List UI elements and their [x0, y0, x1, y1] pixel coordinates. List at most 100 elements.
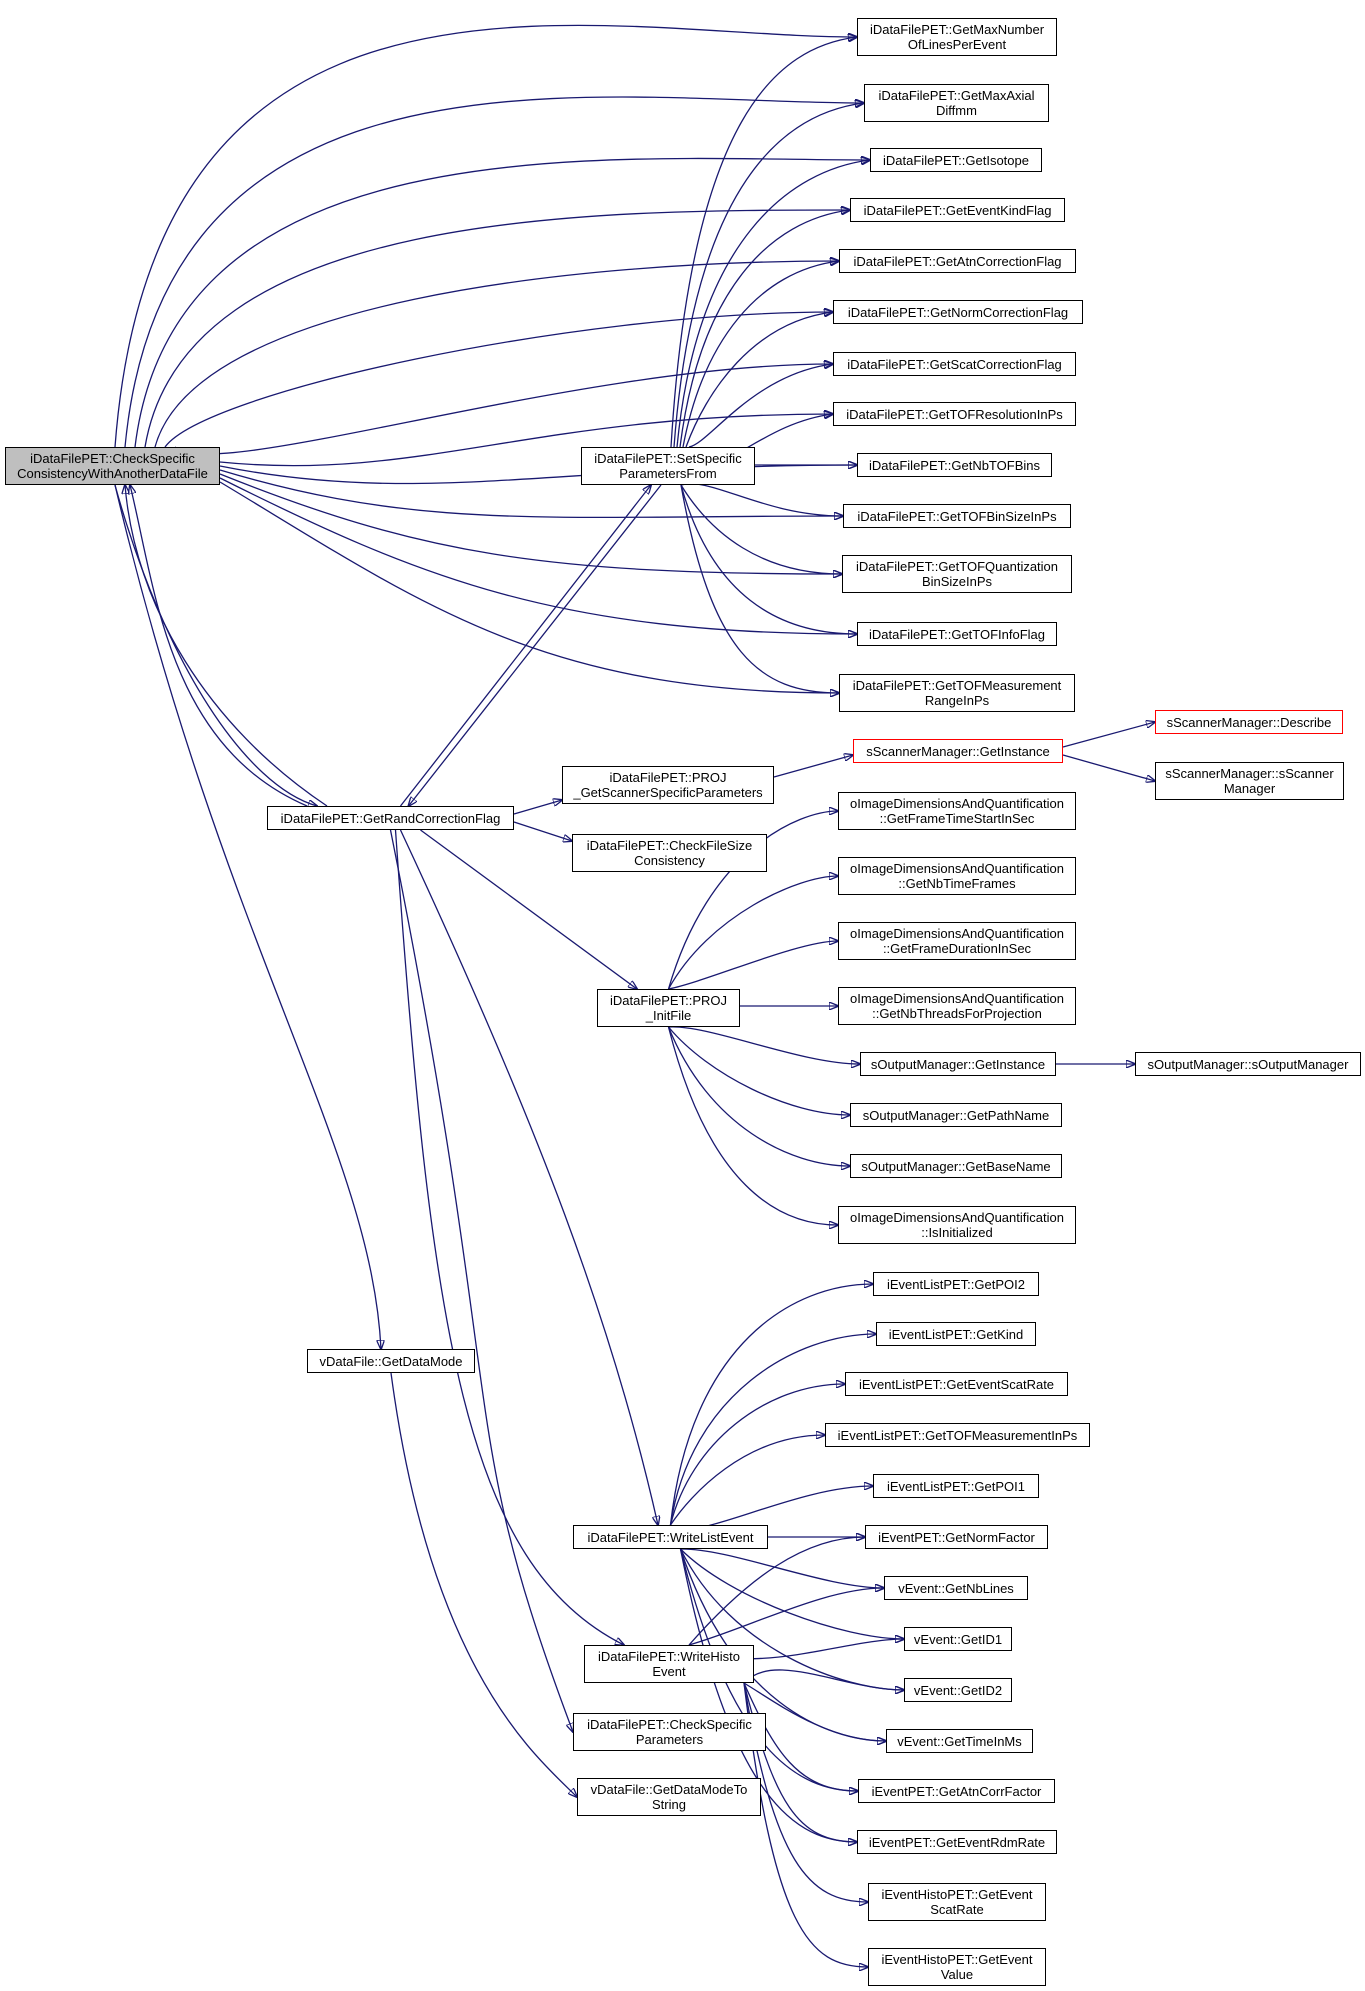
call-edge: [668, 941, 839, 990]
call-edge: [420, 829, 638, 989]
call-edge: [743, 1682, 868, 1967]
node-label-line: sOutputManager::GetBaseName: [861, 1158, 1051, 1174]
node-o-is-initialized[interactable]: oImageDimensionsAndQuantification::IsIni…: [838, 1206, 1076, 1244]
call-edge: [130, 485, 308, 807]
call-edge: [114, 484, 381, 1349]
node-label-line: Diffmm: [936, 103, 977, 118]
node-label-line: sScannerManager::sScanner: [1165, 766, 1334, 781]
node-label-line: iDataFilePET::GetScatCorrectionFlag: [847, 356, 1062, 372]
node-label-line: iEventHistoPET::GetEvent: [881, 1887, 1033, 1902]
node-norm-factor[interactable]: iEventPET::GetNormFactor: [865, 1525, 1048, 1549]
node-event-rdm-rate[interactable]: iEventPET::GetEventRdmRate: [857, 1830, 1057, 1854]
call-edge: [114, 24, 857, 448]
node-out-get-instance[interactable]: sOutputManager::GetInstance: [860, 1052, 1056, 1076]
node-label-line: _GetScannerSpecificParameters: [573, 785, 763, 800]
node-scanner-get-instance[interactable]: sScannerManager::GetInstance: [853, 739, 1063, 763]
node-label-line: oImageDimensionsAndQuantification: [850, 796, 1064, 811]
node-proj-get-scanner[interactable]: iDataFilePET::PROJ_GetScannerSpecificPar…: [562, 766, 774, 804]
call-edge: [667, 1026, 839, 1225]
node-el-scat-rate[interactable]: iEventListPET::GetEventScatRate: [845, 1372, 1068, 1396]
node-label-line: BinSizeInPs: [921, 574, 993, 589]
call-edge: [669, 1284, 874, 1526]
call-edge: [673, 103, 864, 448]
node-label-line: Manager: [1223, 781, 1276, 796]
node-o-frame-duration[interactable]: oImageDimensionsAndQuantification::GetFr…: [838, 922, 1076, 960]
node-get-isotope[interactable]: iDataFilePET::GetIsotope: [870, 148, 1042, 172]
node-proj-init-file[interactable]: iDataFilePET::PROJ_InitFile: [597, 989, 740, 1027]
call-edge: [670, 37, 857, 448]
node-label-line: iDataFilePET::SetSpecific: [594, 451, 742, 466]
node-label-line: iDataFilePET::WriteListEvent: [587, 1529, 754, 1545]
node-label-line: ::GetFrameTimeStartInSec: [879, 811, 1035, 826]
call-edge: [667, 876, 839, 990]
call-edge: [680, 1548, 885, 1588]
call-edge: [513, 821, 572, 841]
node-label-line: iDataFilePET::GetEventKindFlag: [863, 202, 1052, 218]
call-edge: [219, 473, 842, 574]
node-label-line: vDataFile::GetDataModeTo: [590, 1782, 748, 1797]
node-scanner-describe[interactable]: sScannerManager::Describe: [1155, 710, 1343, 734]
node-el-t-o-f-meas[interactable]: iEventListPET::GetTOFMeasurementInPs: [825, 1423, 1090, 1447]
call-edge: [144, 210, 850, 448]
node-label-line: iEventListPET::GetPOI2: [886, 1276, 1025, 1292]
node-time-in-ms[interactable]: vEvent::GetTimeInMs: [886, 1729, 1033, 1753]
call-edge: [680, 484, 839, 693]
call-edge: [1062, 754, 1155, 781]
node-get-norm-corr[interactable]: iDataFilePET::GetNormCorrectionFlag: [833, 300, 1083, 324]
node-out-path-name[interactable]: sOutputManager::GetPathName: [850, 1103, 1062, 1127]
node-label-line: Event: [652, 1664, 686, 1679]
node-get-rand-correction-flag[interactable]: iDataFilePET::GetRandCorrectionFlag: [267, 806, 514, 830]
node-nb-lines[interactable]: vEvent::GetNbLines: [884, 1576, 1028, 1600]
node-atn-corr-factor[interactable]: iEventPET::GetAtnCorrFactor: [858, 1779, 1055, 1803]
node-el-get-p-o-i1[interactable]: iEventListPET::GetPOI1: [873, 1474, 1039, 1498]
node-out-base-name[interactable]: sOutputManager::GetBaseName: [850, 1154, 1062, 1178]
node-label-line: vDataFile::GetDataMode: [319, 1353, 463, 1369]
node-get-nb-t-o-f-bins[interactable]: iDataFilePET::GetNbTOFBins: [857, 453, 1052, 477]
node-o-nb-time-frames[interactable]: oImageDimensionsAndQuantification::GetNb…: [838, 857, 1076, 895]
node-get-i-d2[interactable]: vEvent::GetID2: [904, 1678, 1012, 1702]
node-label-line: iDataFilePET::GetIsotope: [883, 152, 1029, 168]
call-edge: [743, 1682, 886, 1741]
node-label-line: ::IsInitialized: [921, 1225, 993, 1240]
node-label-line: iDataFilePET::GetTOFMeasurement: [852, 678, 1062, 693]
call-edge: [114, 484, 317, 806]
node-el-get-p-o-i2[interactable]: iEventListPET::GetPOI2: [873, 1272, 1039, 1296]
node-get-t-o-f-info[interactable]: iDataFilePET::GetTOFInfoFlag: [857, 622, 1057, 646]
node-get-t-o-f-res[interactable]: iDataFilePET::GetTOFResolutionInPs: [833, 402, 1076, 426]
node-label-line: iDataFilePET::GetAtnCorrectionFlag: [853, 253, 1062, 269]
node-get-scat-corr[interactable]: iDataFilePET::GetScatCorrectionFlag: [833, 352, 1076, 376]
node-o-nb-threads[interactable]: oImageDimensionsAndQuantification::GetNb…: [838, 987, 1076, 1025]
node-o-frame-time-start[interactable]: oImageDimensionsAndQuantification::GetFr…: [838, 792, 1076, 830]
node-label-line: iDataFilePET::PROJ: [609, 993, 728, 1008]
node-get-t-o-f-bin-size[interactable]: iDataFilePET::GetTOFBinSizeInPs: [843, 504, 1071, 528]
call-edge: [219, 477, 857, 634]
call-edge: [669, 1334, 877, 1526]
call-edge: [124, 96, 864, 448]
call-edge: [669, 1384, 846, 1526]
node-out-ctor[interactable]: sOutputManager::sOutputManager: [1135, 1052, 1361, 1076]
node-label-line: vEvent::GetID2: [913, 1682, 1003, 1698]
node-label-line: iDataFilePET::PROJ: [609, 770, 727, 785]
node-get-atn-corr[interactable]: iDataFilePET::GetAtnCorrectionFlag: [839, 249, 1076, 273]
node-write-list-event[interactable]: iDataFilePET::WriteListEvent: [573, 1525, 768, 1549]
node-get-data-mode[interactable]: vDataFile::GetDataMode: [307, 1349, 475, 1373]
node-get-event-kind[interactable]: iDataFilePET::GetEventKindFlag: [850, 198, 1065, 222]
call-edge: [399, 485, 652, 807]
call-edge: [688, 1537, 865, 1646]
node-label-line: sOutputManager::sOutputManager: [1147, 1056, 1349, 1072]
node-el-get-kind[interactable]: iEventListPET::GetKind: [876, 1322, 1036, 1346]
node-get-i-d1[interactable]: vEvent::GetID1: [904, 1627, 1012, 1651]
